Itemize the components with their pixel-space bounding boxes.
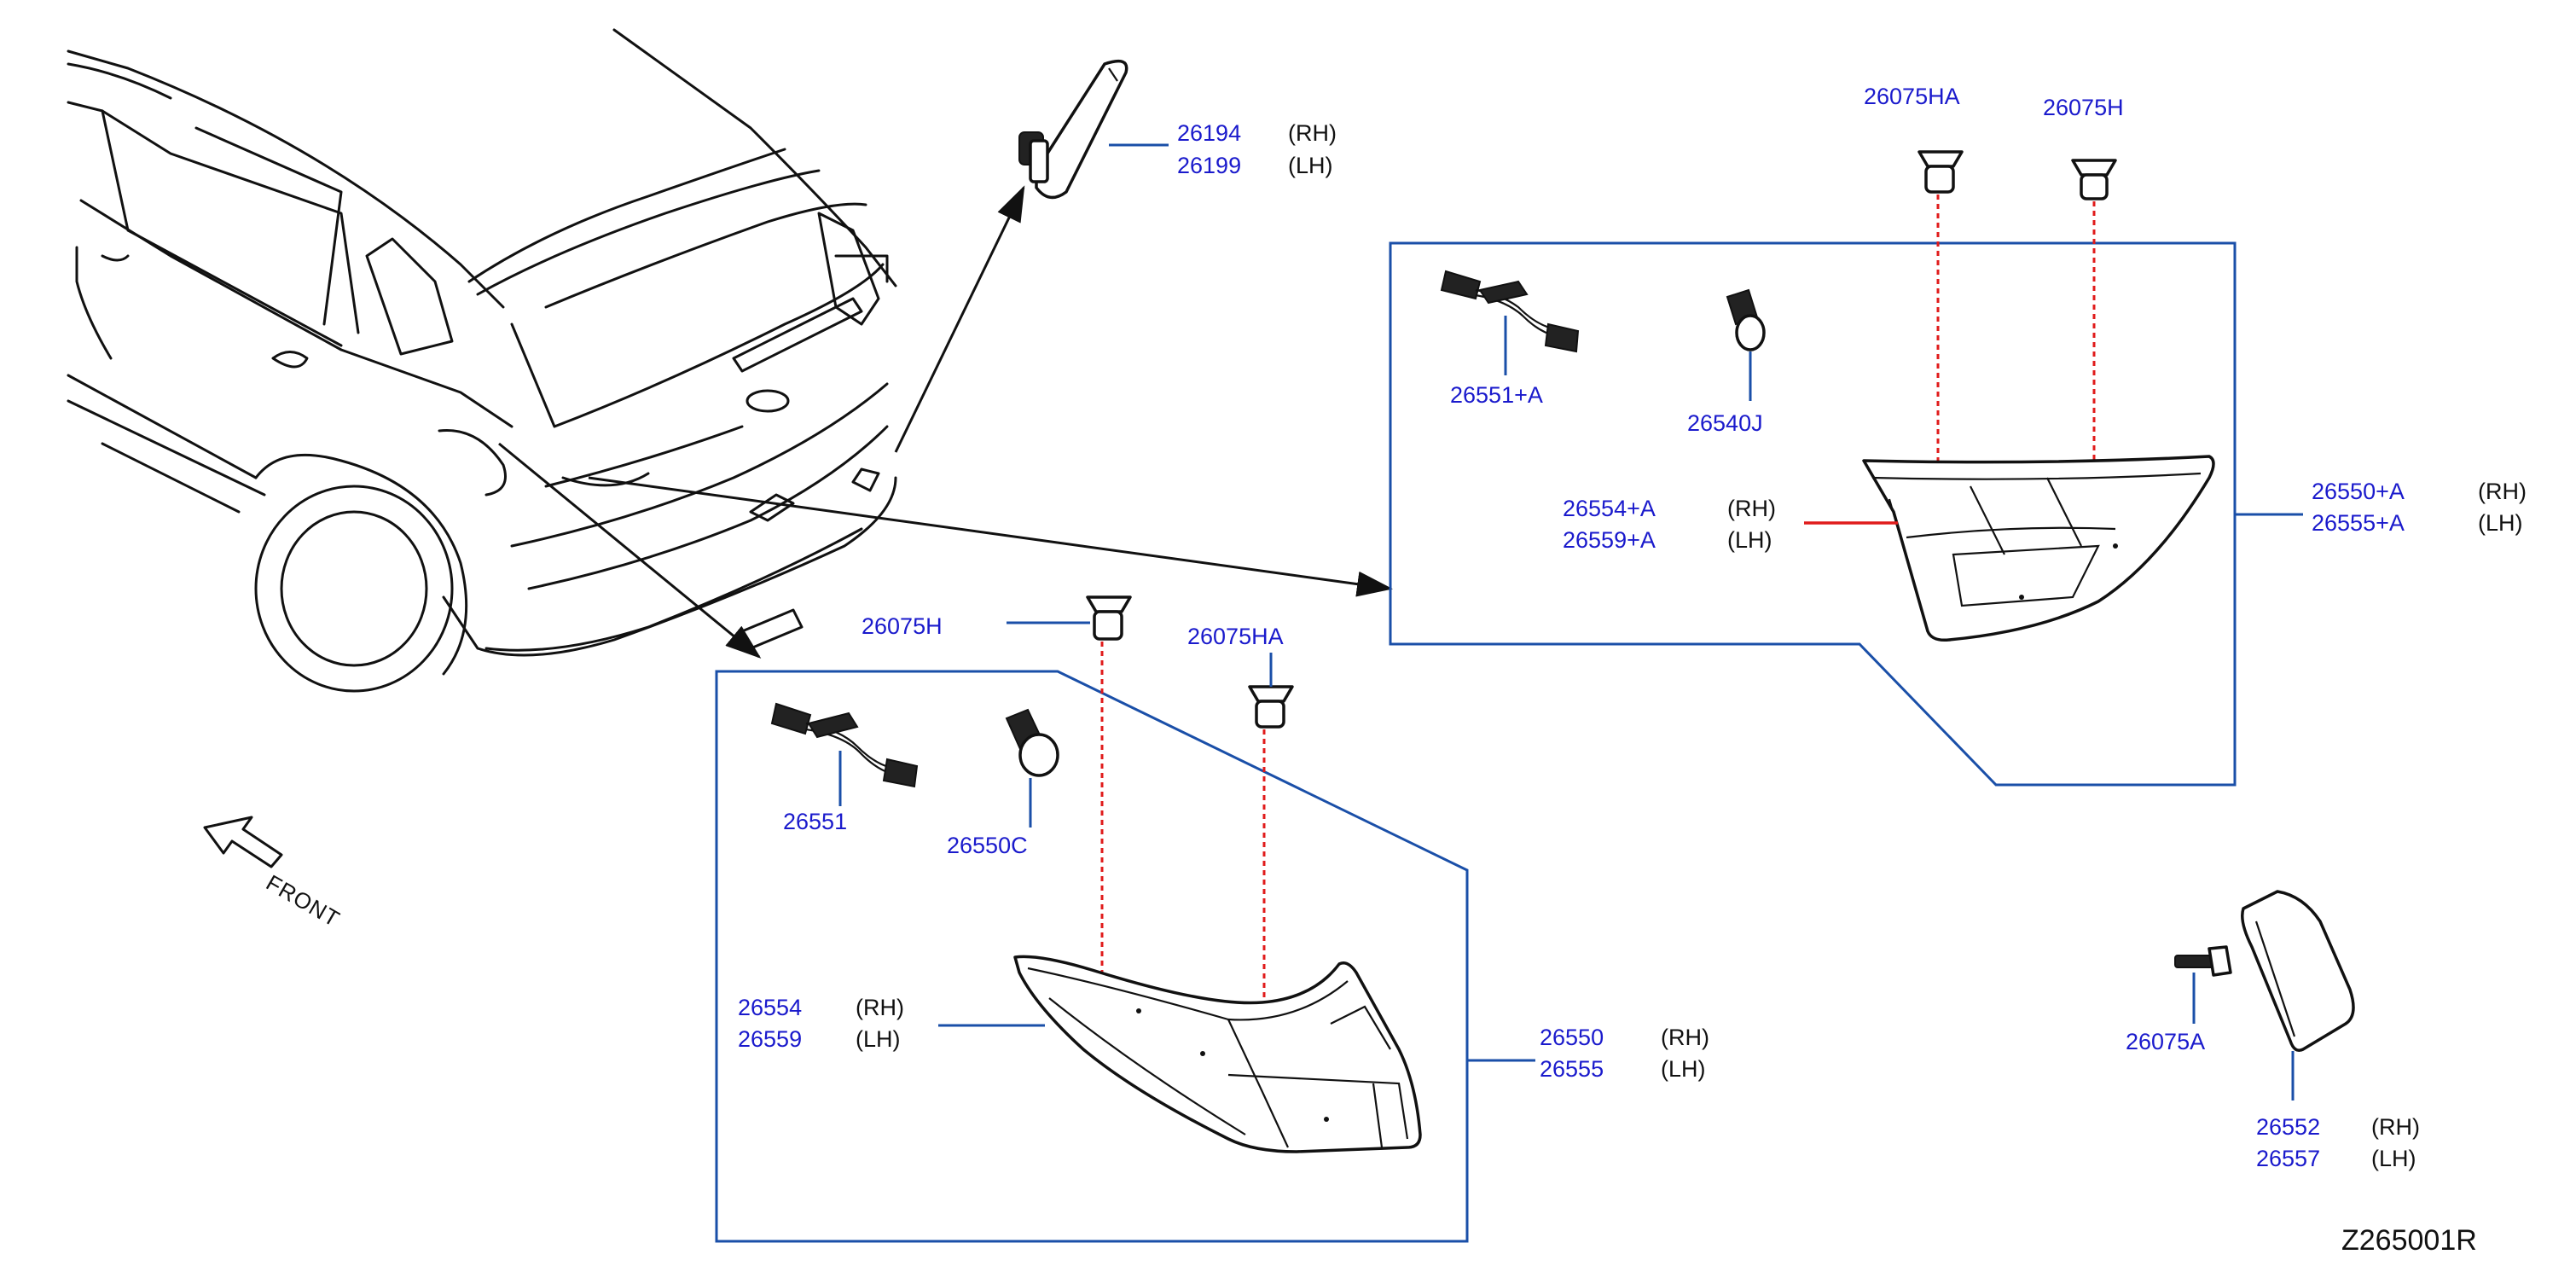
- side-26194: (RH): [1288, 120, 1337, 146]
- inner-combination-lamp: [1862, 455, 2215, 642]
- part-number-26075h-low: 26075H: [862, 613, 943, 639]
- side-26550: (RH): [1661, 1025, 1709, 1050]
- diagram-code: Z265001R: [2341, 1224, 2477, 1257]
- part-number-26551: 26551: [783, 809, 847, 834]
- clip-26075ha-top: [1917, 150, 1964, 194]
- clip-26075h-top: [2071, 159, 2117, 200]
- wire-harness-26551a: [1440, 270, 1580, 353]
- side-26559a: (LH): [1727, 527, 1772, 553]
- side-26199: (LH): [1288, 153, 1333, 178]
- part-number-26559: 26559: [738, 1026, 802, 1052]
- bulb-26550c: [1005, 708, 1059, 777]
- side-26552: (RH): [2371, 1114, 2420, 1140]
- wire-harness-26551: [770, 702, 919, 788]
- part-number-26552: 26552: [2256, 1114, 2320, 1140]
- part-number-26194: 26194: [1177, 120, 1241, 146]
- part-number-26554a: 26554+A: [1563, 496, 1656, 521]
- outer-combination-lamp: [1013, 955, 1422, 1153]
- side-26555a: (LH): [2478, 510, 2523, 536]
- part-number-26557: 26557: [2256, 1146, 2320, 1171]
- front-direction-arrow-icon: [203, 816, 283, 868]
- side-26555: (LH): [1661, 1056, 1706, 1082]
- bolt-26075a: [2174, 945, 2232, 977]
- pointer-arrow-reflector: [894, 185, 1025, 453]
- part-number-26550a: 26550+A: [2312, 479, 2405, 504]
- vehicle-rear-view: [67, 28, 897, 693]
- inner-lamp-frame: [1389, 241, 2237, 787]
- front-label: FRONT: [262, 869, 345, 932]
- high-mount-lamp-part: [1018, 59, 1128, 200]
- side-26554: (RH): [856, 995, 904, 1020]
- side-26559: (LH): [856, 1026, 901, 1052]
- part-number-26554: 26554: [738, 995, 802, 1020]
- clip-26075h-low: [1086, 595, 1132, 641]
- part-number-26540j: 26540J: [1687, 410, 1763, 436]
- part-number-26550: 26550: [1540, 1025, 1604, 1050]
- outer-lamp-frame: [715, 670, 1469, 1243]
- part-number-26555a: 26555+A: [2312, 510, 2405, 536]
- part-number-26075a: 26075A: [2126, 1029, 2205, 1054]
- part-number-26199: 26199: [1177, 153, 1241, 178]
- part-number-26075ha-top: 26075HA: [1864, 84, 1960, 109]
- part-number-26555: 26555: [1540, 1056, 1604, 1082]
- pointer-arrow-inner-lamp: [588, 476, 1393, 597]
- part-number-26551a: 26551+A: [1450, 382, 1543, 408]
- part-number-26550c: 26550C: [947, 833, 1028, 858]
- side-26554a: (RH): [1727, 496, 1776, 521]
- clip-26075ha-low: [1248, 685, 1294, 729]
- pointer-arrow-outer-lamp: [498, 442, 762, 659]
- rear-reflector: [2241, 890, 2355, 1052]
- part-number-26559a: 26559+A: [1563, 527, 1656, 553]
- part-number-26075h-top: 26075H: [2043, 95, 2124, 120]
- side-26550a: (RH): [2478, 479, 2527, 504]
- side-26557: (LH): [2371, 1146, 2416, 1171]
- bulb-26540j: [1726, 288, 1766, 351]
- part-number-26075ha-low: 26075HA: [1187, 624, 1284, 649]
